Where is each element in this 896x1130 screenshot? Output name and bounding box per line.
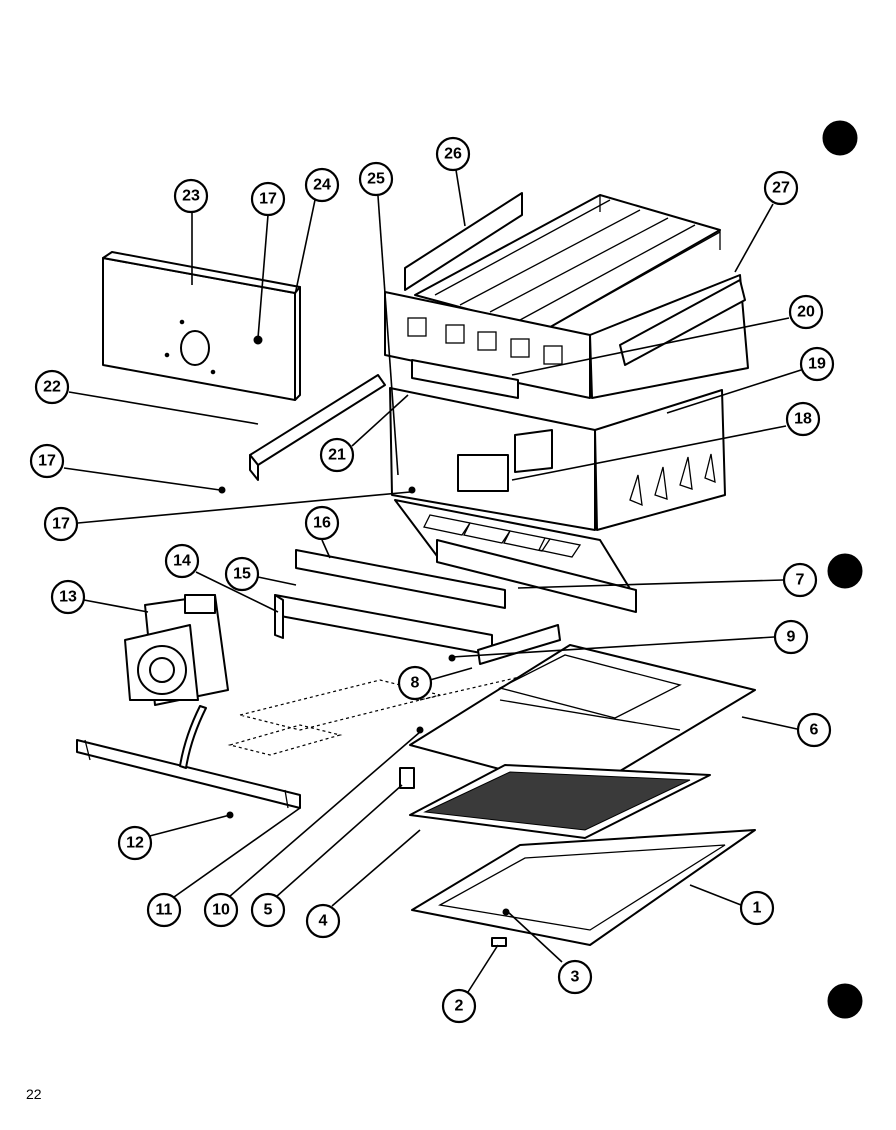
callout-26: 26 bbox=[435, 136, 471, 172]
bottom-frame bbox=[411, 829, 756, 946]
callout-27: 27 bbox=[763, 170, 799, 206]
blower-motor bbox=[124, 594, 229, 706]
svg-text:12: 12 bbox=[126, 835, 144, 852]
svg-text:10: 10 bbox=[212, 902, 230, 919]
svg-text:5: 5 bbox=[264, 902, 273, 919]
svg-text:27: 27 bbox=[772, 180, 790, 197]
svg-text:18: 18 bbox=[794, 411, 812, 428]
callout-24: 24 bbox=[304, 167, 340, 203]
callout-23: 23 bbox=[173, 178, 209, 214]
svg-text:6: 6 bbox=[810, 722, 819, 739]
callout-25: 25 bbox=[358, 161, 394, 197]
registration-dot-bottom bbox=[827, 983, 863, 1019]
air-filter bbox=[409, 764, 711, 839]
mounting-bracket bbox=[249, 374, 386, 481]
svg-text:20: 20 bbox=[797, 304, 815, 321]
svg-text:22: 22 bbox=[43, 379, 61, 396]
svg-text:8: 8 bbox=[411, 675, 420, 692]
callout-8: 8 bbox=[397, 665, 433, 701]
callout-12: 12 bbox=[117, 825, 153, 861]
callout-11: 11 bbox=[146, 892, 182, 928]
svg-text:14: 14 bbox=[173, 553, 191, 570]
svg-text:4: 4 bbox=[319, 913, 328, 930]
callout-6: 6 bbox=[796, 712, 832, 748]
heat-exchanger-tubes bbox=[404, 192, 721, 331]
callout-15: 15 bbox=[224, 556, 260, 592]
callout-1: 1 bbox=[739, 890, 775, 926]
svg-text:3: 3 bbox=[571, 969, 580, 986]
svg-text:17: 17 bbox=[259, 191, 277, 208]
callout-14: 14 bbox=[164, 543, 200, 579]
screw-8 bbox=[448, 654, 456, 662]
svg-text:1: 1 bbox=[753, 900, 762, 917]
callout-20: 20 bbox=[788, 294, 824, 330]
clip-5 bbox=[399, 767, 415, 789]
callout-3: 3 bbox=[557, 959, 593, 995]
callout-5: 5 bbox=[250, 892, 286, 928]
svg-text:17: 17 bbox=[38, 453, 56, 470]
leader-lines bbox=[63, 169, 802, 993]
screw-17b bbox=[408, 486, 416, 494]
svg-text:13: 13 bbox=[59, 589, 77, 606]
registration-dot-middle bbox=[827, 553, 863, 589]
callout-22: 22 bbox=[34, 369, 70, 405]
callout-4: 4 bbox=[305, 903, 341, 939]
svg-text:9: 9 bbox=[787, 629, 796, 646]
callout-2: 2 bbox=[441, 988, 477, 1024]
svg-text:17: 17 bbox=[52, 516, 70, 533]
callout-17-left: 17 bbox=[29, 443, 65, 479]
svg-text:26: 26 bbox=[444, 146, 462, 163]
svg-text:25: 25 bbox=[367, 171, 385, 188]
callout-19: 19 bbox=[799, 346, 835, 382]
page-number: 22 bbox=[26, 1086, 42, 1102]
callout-18: 18 bbox=[785, 401, 821, 437]
svg-text:16: 16 bbox=[313, 515, 331, 532]
callout-17-lower: 17 bbox=[43, 506, 79, 542]
callout-21: 21 bbox=[319, 437, 355, 473]
clip-2 bbox=[491, 937, 507, 947]
rail-assembly bbox=[274, 549, 561, 665]
callout-7: 7 bbox=[782, 562, 818, 598]
registration-dot-top bbox=[822, 120, 858, 156]
callout-17-upper: 17 bbox=[250, 181, 286, 217]
svg-text:21: 21 bbox=[328, 447, 346, 464]
svg-text:23: 23 bbox=[182, 188, 200, 205]
svg-text:24: 24 bbox=[313, 177, 331, 194]
svg-text:15: 15 bbox=[233, 566, 251, 583]
callout-9: 9 bbox=[773, 619, 809, 655]
main-cabinet-assembly bbox=[384, 274, 749, 613]
svg-text:11: 11 bbox=[156, 902, 173, 919]
callout-13: 13 bbox=[50, 579, 86, 615]
front-access-panel bbox=[102, 251, 301, 401]
svg-text:7: 7 bbox=[796, 572, 805, 589]
svg-text:2: 2 bbox=[455, 998, 464, 1015]
svg-text:19: 19 bbox=[808, 356, 826, 373]
callout-16: 16 bbox=[304, 505, 340, 541]
callout-10: 10 bbox=[203, 892, 239, 928]
